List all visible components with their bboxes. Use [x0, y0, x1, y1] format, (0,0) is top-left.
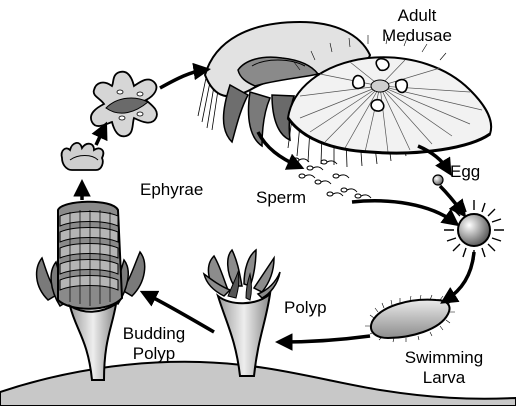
- label-sperm: Sperm: [256, 188, 306, 208]
- zygote-cell: [444, 200, 504, 260]
- label-swimming-larva-line1: Swimming: [396, 348, 492, 368]
- label-egg: Egg: [450, 162, 480, 182]
- label-swimming-larva-line2: Larva: [396, 368, 492, 388]
- label-budding-polyp: Budding Polyp: [112, 324, 196, 364]
- label-adult-medusae-line1: Adult: [372, 6, 462, 26]
- label-adult-medusae-line2: Medusae: [372, 26, 462, 46]
- arrow-egg-to-zygote: [440, 186, 462, 212]
- label-swimming-larva: Swimming Larva: [396, 348, 492, 388]
- arrow-sperm-to-zygote: [352, 201, 454, 222]
- label-adult-medusae: Adult Medusae: [372, 6, 462, 46]
- label-budding-polyp-line1: Budding: [112, 324, 196, 344]
- swimming-larva-illustration: [365, 295, 455, 342]
- arrow-ephyra-to-medusa: [160, 70, 204, 88]
- ephyra-large: [91, 72, 157, 137]
- ephyra-small: [62, 143, 104, 170]
- polyp-illustration: [204, 250, 280, 376]
- arrow-medusa-to-sperm: [258, 132, 298, 166]
- label-ephyrae: Ephyrae: [140, 180, 203, 200]
- label-polyp: Polyp: [284, 298, 327, 318]
- arrow-small-to-large-ephyra: [96, 128, 104, 145]
- label-budding-polyp-line2: Polyp: [112, 344, 196, 364]
- arrow-zygote-to-larva: [446, 252, 474, 300]
- arrow-larva-to-polyp: [282, 336, 370, 342]
- egg-cell: [433, 175, 443, 185]
